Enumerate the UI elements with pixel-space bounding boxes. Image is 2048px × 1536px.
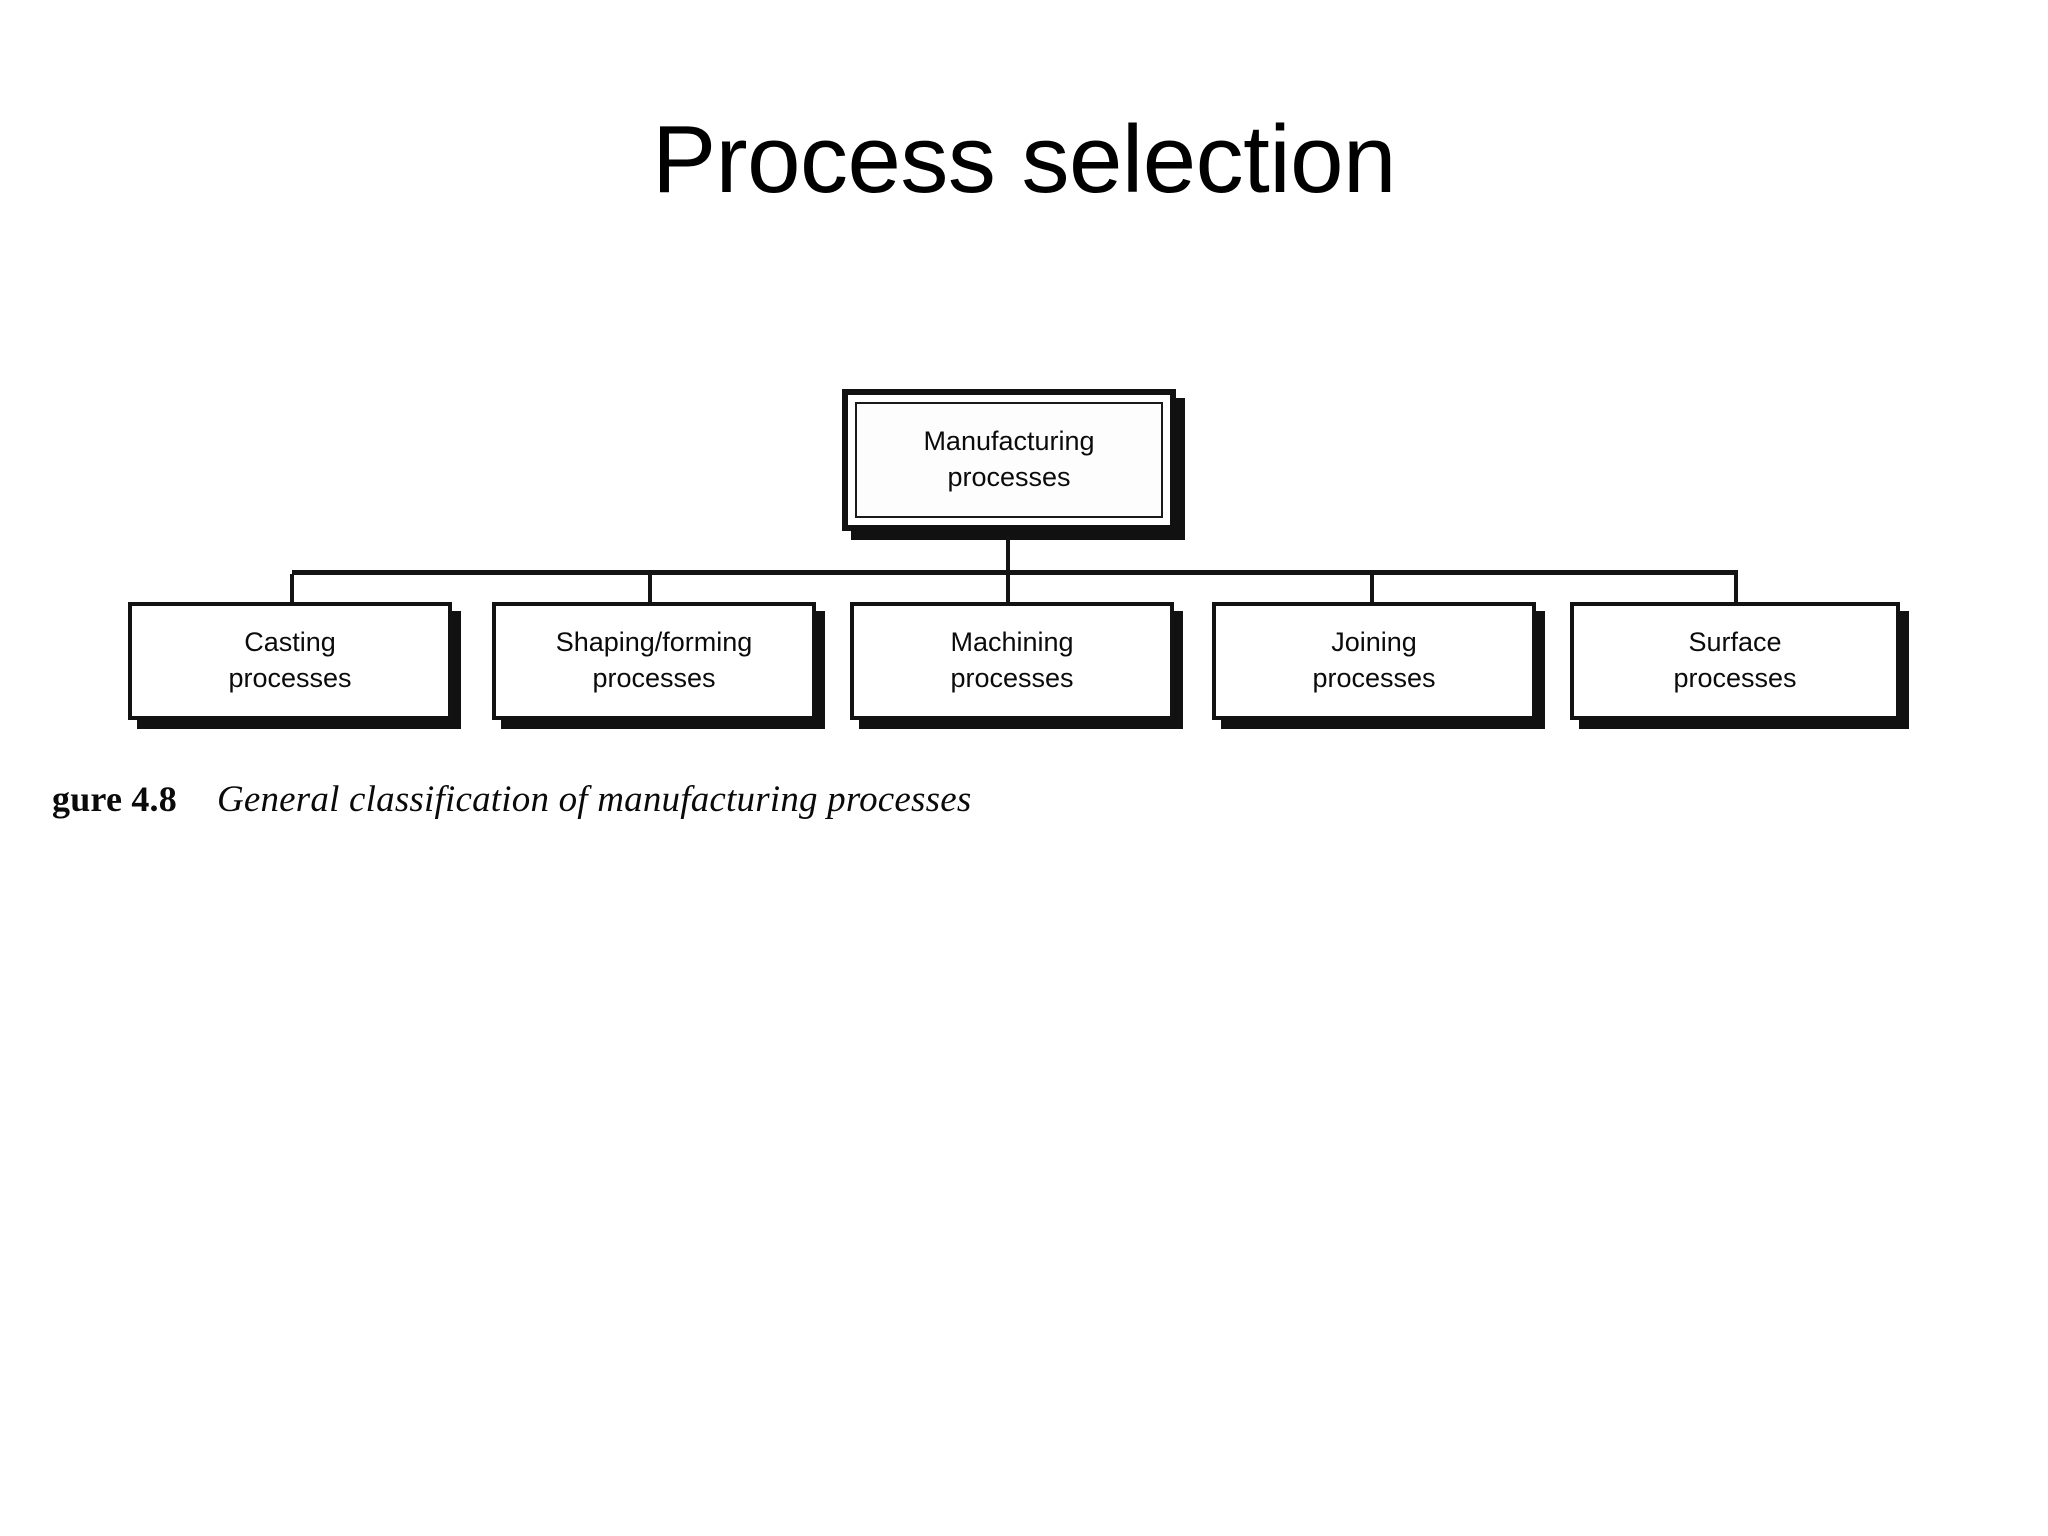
figure-caption-number: gure 4.8 — [52, 779, 177, 819]
connector-horizontal-bus — [292, 570, 1738, 575]
node-label-casting-processes: Casting processes — [228, 627, 352, 693]
node-shaping-forming-processes: Shaping/forming processes — [492, 602, 816, 720]
connector-drop-joining — [1370, 574, 1374, 604]
figure-manufacturing-processes: Manufacturing processes Casting processe… — [0, 0, 2048, 720]
node-label-joining-processes: Joining processes — [1312, 627, 1436, 693]
connector-drop-casting — [290, 574, 294, 604]
node-surface-processes: Surface processes — [1570, 602, 1900, 720]
node-label-manufacturing-processes: Manufacturing processes — [923, 426, 1095, 492]
node-joining-processes: Joining processes — [1212, 602, 1536, 720]
connector-drop-shaping-forming — [648, 574, 652, 604]
figure-caption-text: General classification of manufacturing … — [216, 779, 972, 820]
connector-drop-surface — [1734, 574, 1738, 604]
connector-drop-machining — [1006, 574, 1010, 604]
node-inner-frame: Manufacturing processes — [855, 402, 1163, 518]
figure-caption: gure 4.8 General classification of manufa… — [52, 778, 1452, 821]
connector-root-stem — [1006, 537, 1010, 573]
page-title: Process selection — [652, 106, 1396, 213]
node-machining-processes: Machining processes — [850, 602, 1174, 720]
node-label-machining-processes: Machining processes — [950, 627, 1074, 693]
node-casting-processes: Casting processes — [128, 602, 452, 720]
node-label-surface-processes: Surface processes — [1673, 627, 1797, 693]
node-manufacturing-processes: Manufacturing processes — [842, 389, 1176, 531]
node-label-shaping-forming-processes: Shaping/forming processes — [555, 627, 753, 693]
